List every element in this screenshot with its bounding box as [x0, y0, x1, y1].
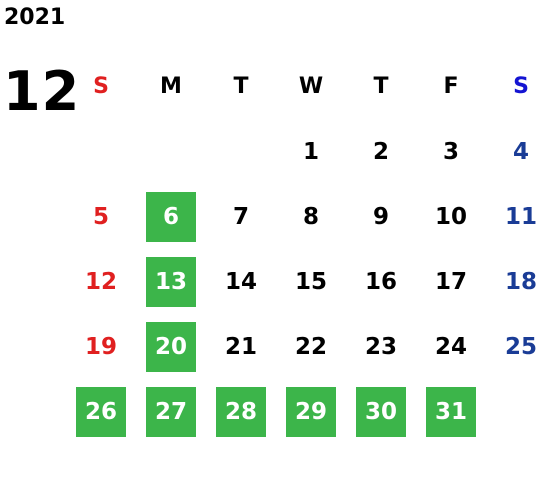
day-number: 3	[442, 138, 459, 165]
day-cell: 28	[206, 379, 276, 444]
day-number: 13	[146, 256, 196, 307]
month-number: 12	[3, 60, 81, 123]
day-cell: 12	[66, 249, 136, 314]
day-cell: 8	[276, 184, 346, 249]
weekday-label: F	[443, 74, 459, 99]
day-number: 29	[286, 386, 336, 437]
day-number	[76, 127, 126, 177]
day-number: 30	[356, 386, 406, 437]
day-cell: 24	[416, 314, 486, 379]
day-cell: 31	[416, 379, 486, 444]
day-cell	[136, 119, 206, 184]
day-cell: 6	[136, 184, 206, 249]
day-cell: 15	[276, 249, 346, 314]
day-cell: 11	[486, 184, 548, 249]
day-cell: 16	[346, 249, 416, 314]
year-label: 2021	[4, 5, 66, 30]
day-number: 16	[364, 268, 397, 295]
day-number: 21	[224, 333, 257, 360]
weekday-header-thursday: T	[346, 54, 416, 119]
day-number: 25	[504, 333, 537, 360]
day-number: 12	[84, 268, 117, 295]
day-number: 11	[504, 203, 537, 230]
day-cell: 27	[136, 379, 206, 444]
day-cell	[486, 379, 548, 444]
weekday-header-wednesday: W	[276, 54, 346, 119]
weekday-label: W	[298, 74, 324, 99]
day-number: 6	[146, 191, 196, 242]
weekday-header-saturday: S	[486, 54, 548, 119]
day-cell: 21	[206, 314, 276, 379]
day-cell: 7	[206, 184, 276, 249]
weekday-header-tuesday: T	[206, 54, 276, 119]
day-cell: 2	[346, 119, 416, 184]
day-cell: 19	[66, 314, 136, 379]
weekday-label: S	[513, 74, 529, 99]
day-number: 14	[224, 268, 257, 295]
day-number: 19	[84, 333, 117, 360]
day-cell: 17	[416, 249, 486, 314]
weekday-label: M	[160, 74, 182, 99]
day-cell: 10	[416, 184, 486, 249]
day-number: 26	[76, 386, 126, 437]
day-number: 5	[92, 203, 109, 230]
day-number: 8	[302, 203, 319, 230]
day-number: 31	[426, 386, 476, 437]
day-cell	[66, 119, 136, 184]
day-cell: 26	[66, 379, 136, 444]
day-number: 27	[146, 386, 196, 437]
day-number: 15	[294, 268, 327, 295]
day-cell: 13	[136, 249, 206, 314]
day-number: 4	[512, 138, 529, 165]
weekday-header-sunday: S	[66, 54, 136, 119]
weekday-header-monday: M	[136, 54, 206, 119]
weekday-header-friday: F	[416, 54, 486, 119]
day-cell: 29	[276, 379, 346, 444]
day-number: 10	[434, 203, 467, 230]
day-cell: 20	[136, 314, 206, 379]
day-number	[496, 387, 546, 437]
day-cell: 1	[276, 119, 346, 184]
day-number: 17	[434, 268, 467, 295]
day-number: 23	[364, 333, 397, 360]
day-number	[216, 127, 266, 177]
day-cell: 4	[486, 119, 548, 184]
weekday-label: T	[233, 74, 249, 99]
day-cell: 5	[66, 184, 136, 249]
day-cell: 14	[206, 249, 276, 314]
day-cell: 18	[486, 249, 548, 314]
day-number: 28	[216, 386, 266, 437]
day-number: 2	[372, 138, 389, 165]
day-number: 18	[504, 268, 537, 295]
day-number: 9	[372, 203, 389, 230]
day-number	[146, 127, 196, 177]
day-cell: 3	[416, 119, 486, 184]
calendar-grid: S M T W T F S 1 2 3 4 5 6 7 8 9 10 11 12…	[66, 54, 548, 444]
weekday-label: S	[93, 74, 109, 99]
day-cell: 9	[346, 184, 416, 249]
day-cell: 30	[346, 379, 416, 444]
day-number: 20	[146, 321, 196, 372]
day-number: 7	[232, 203, 249, 230]
weekday-label: T	[373, 74, 389, 99]
day-cell: 25	[486, 314, 548, 379]
day-cell	[206, 119, 276, 184]
day-number: 24	[434, 333, 467, 360]
day-cell: 23	[346, 314, 416, 379]
day-number: 22	[294, 333, 327, 360]
day-cell: 22	[276, 314, 346, 379]
day-number: 1	[302, 138, 319, 165]
